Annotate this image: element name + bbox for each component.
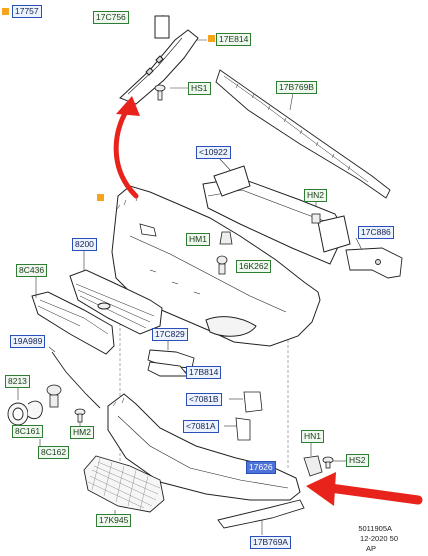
callout-17626-selected[interactable]: 17626 (246, 461, 276, 474)
callout-19a989[interactable]: 19A989 (10, 335, 46, 348)
foglamp-8213-part (7, 400, 43, 426)
callout-10922[interactable]: <10922 (196, 146, 231, 159)
callout-17757[interactable]: 17757 (12, 5, 42, 18)
nut-hn2-part (311, 213, 321, 224)
grille-surround-part (31, 291, 115, 355)
callout-17k945[interactable]: 17K945 (96, 514, 132, 527)
upper-bracket-part (119, 15, 199, 105)
callout-hn2[interactable]: HN2 (304, 189, 328, 202)
callout-hm1[interactable]: HM1 (186, 233, 210, 246)
callout-17c886[interactable]: 17C886 (358, 226, 394, 239)
footer-ap: AP (365, 544, 376, 553)
callout-8c161[interactable]: 8C161 (12, 425, 44, 438)
mesh-pattern (87, 457, 161, 511)
moulding-19a989-part (51, 351, 101, 409)
callout-17b814[interactable]: 17B814 (186, 366, 222, 379)
bumper-cover-part (111, 185, 321, 347)
nut-hn1-part (303, 455, 323, 477)
callout-17b769b[interactable]: 17B769B (276, 81, 317, 94)
side-bracket-17c886-part (345, 247, 403, 279)
callout-17e814[interactable]: 17E814 (216, 33, 252, 46)
callout-hn1[interactable]: HN1 (301, 430, 325, 443)
adjuster-8c162-part (46, 384, 62, 408)
screw-hs2-part (322, 456, 334, 469)
callout-17b769a[interactable]: 17B769A (250, 536, 291, 549)
callout-17c829[interactable]: 17C829 (152, 328, 188, 341)
grille-8200-part (69, 269, 163, 335)
footer-date: 12-2020 50 (360, 534, 398, 543)
cover-tab-part (139, 223, 157, 237)
bracket-7081a-part (235, 417, 251, 441)
screw-hs1-part (154, 84, 166, 101)
footer-code: 5011905A (358, 524, 392, 533)
foglamp-insert-part (147, 361, 189, 377)
callout-8c162[interactable]: 8C162 (38, 446, 70, 459)
note-marker-top (2, 8, 9, 15)
callout-17c756[interactable]: 17C756 (93, 11, 129, 24)
callout-7081a[interactable]: <7081A (183, 420, 219, 433)
bracket-7081b-part (243, 391, 263, 413)
callout-hs2[interactable]: HS2 (346, 454, 369, 467)
lower-grille-mesh-part (83, 455, 165, 513)
upper-absorber-part (215, 69, 391, 199)
callout-8213[interactable]: 8213 (5, 375, 30, 388)
callout-16k262[interactable]: 16K262 (236, 260, 272, 273)
callout-8c436[interactable]: 8C436 (16, 264, 48, 277)
reinforcement-beam-part (202, 165, 351, 265)
highlight-arrow-lower (306, 472, 423, 506)
lower-strip-part (217, 499, 305, 529)
callout-hm2[interactable]: HM2 (70, 426, 94, 439)
clip-hm1-part (219, 231, 233, 245)
highlight-arrow-upper (113, 96, 140, 199)
callout-7081b[interactable]: <7081B (186, 393, 222, 406)
note-marker-bumper (97, 194, 104, 201)
screw-hm2-part (74, 408, 86, 423)
callout-hs1[interactable]: HS1 (188, 82, 211, 95)
callout-8200[interactable]: 8200 (72, 238, 97, 251)
clip-16k262-part (216, 255, 228, 275)
note-marker-17e814 (208, 35, 215, 42)
